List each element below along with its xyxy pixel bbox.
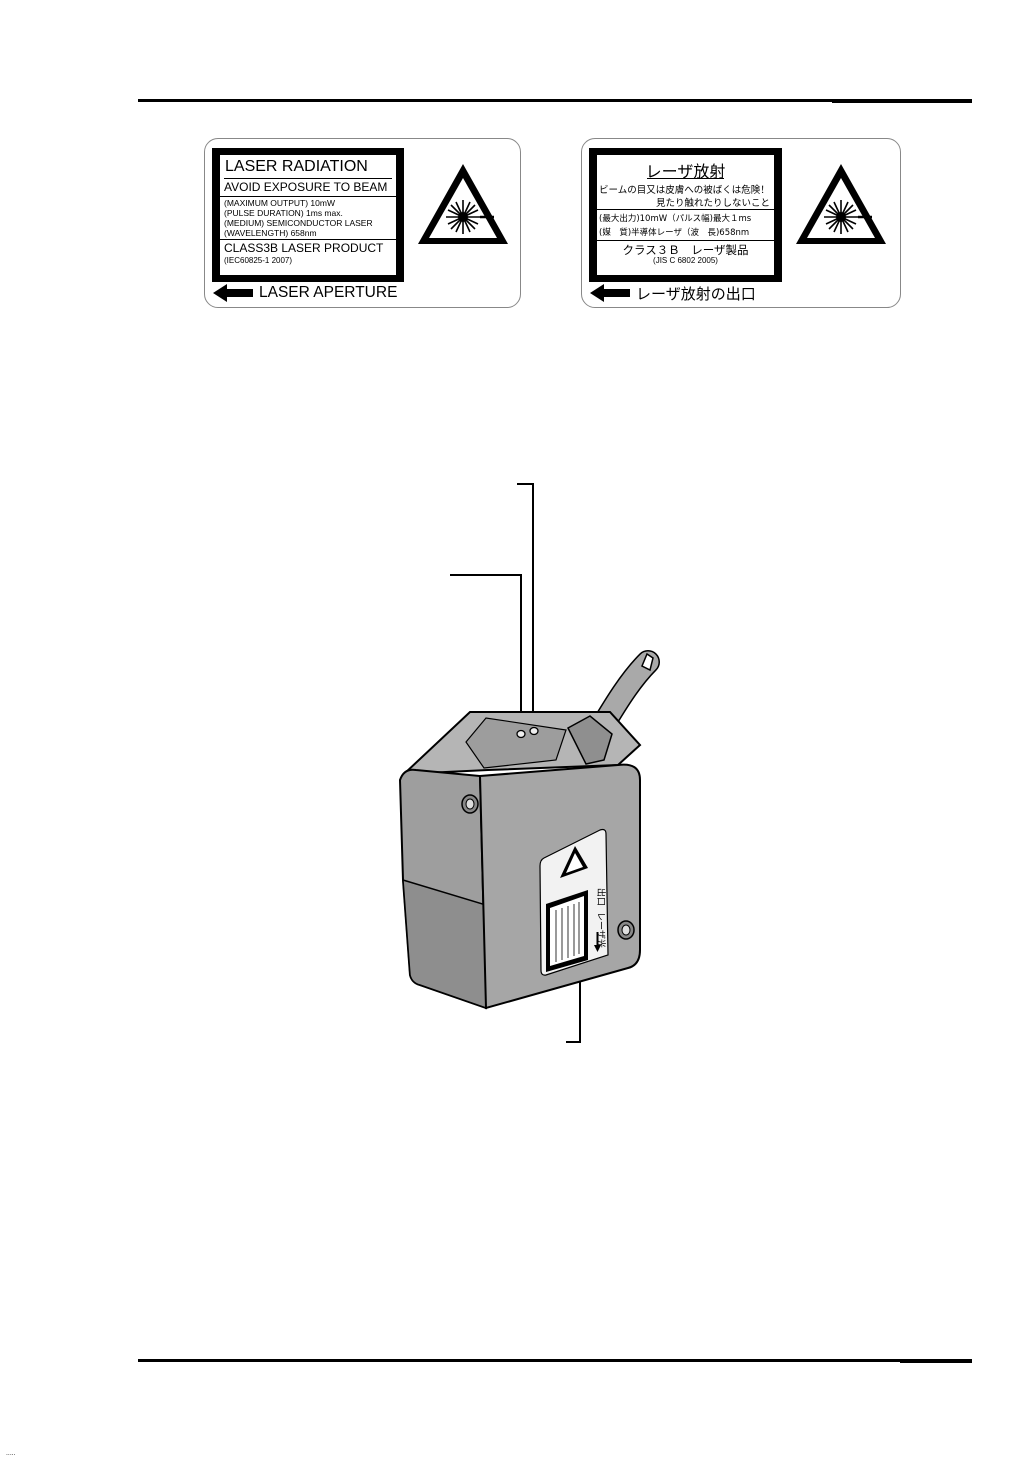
aperture-text: レーザ放射の出口 <box>636 284 756 303</box>
label-standard: (IEC60825-1 2007) <box>224 256 293 265</box>
laser-warning-icon <box>418 164 508 244</box>
label-spec-line: (MAXIMUM OUTPUT) 10mW <box>224 198 335 208</box>
label-standard: (JIS C 6802 2005) <box>653 256 718 265</box>
label-spec-line: (媒 質)半導体レーザ（波 長)658nm <box>599 228 750 238</box>
label-title: LASER RADIATION <box>225 158 368 175</box>
aperture-text: LASER APERTURE <box>259 284 398 301</box>
label-warning-line: 見たり触れたりしないこと <box>655 198 770 209</box>
label-text-block: レーザ放射 ビームの目又は皮膚への被ばくは危険！ 見たり触れたりしないこと (最… <box>589 148 782 282</box>
laser-label-japanese: レーザ放射 ビームの目又は皮膚への被ばくは危険！ 見たり触れたりしないこと (最… <box>581 138 901 308</box>
label-spec-line: (WAVELENGTH) 658nm <box>224 228 317 238</box>
footer-rule <box>138 1359 972 1362</box>
label-warning-line: ビームの目又は皮膚への被ばくは危険！ <box>599 185 770 196</box>
label-spec-line: (最大出力)10mW（パルス幅)最大１ms <box>599 214 752 224</box>
label-class-text: CLASS3B LASER PRODUCT <box>224 241 384 255</box>
laser-warning-icon <box>796 164 886 244</box>
arrow-left-icon <box>590 284 630 302</box>
header-rule <box>138 99 972 102</box>
footer-rule-thick <box>900 1359 972 1363</box>
label-title: レーザ放射 <box>645 162 726 181</box>
label-class-text: クラス３Ｂ レーザ製品 <box>622 243 749 257</box>
header-rule-thick <box>832 99 972 103</box>
arrow-left-icon <box>213 284 253 302</box>
page-mark: ..... <box>6 1450 16 1457</box>
svg-text:出口: 出口 <box>595 888 607 906</box>
laser-label-english: LASER RADIATION AVOID EXPOSURE TO BEAM (… <box>204 138 521 308</box>
aperture-indicator: レーザ放射の出口 <box>590 283 756 303</box>
label-avoid-text: AVOID EXPOSURE TO BEAM <box>224 180 388 194</box>
label-spec-line: (PULSE DURATION) 1ms max. <box>224 208 343 218</box>
label-spec-line: (MEDIUM) SEMICONDUCTOR LASER <box>224 218 373 228</box>
aperture-indicator: LASER APERTURE <box>213 283 397 303</box>
label-text-block: LASER RADIATION AVOID EXPOSURE TO BEAM (… <box>212 148 404 282</box>
